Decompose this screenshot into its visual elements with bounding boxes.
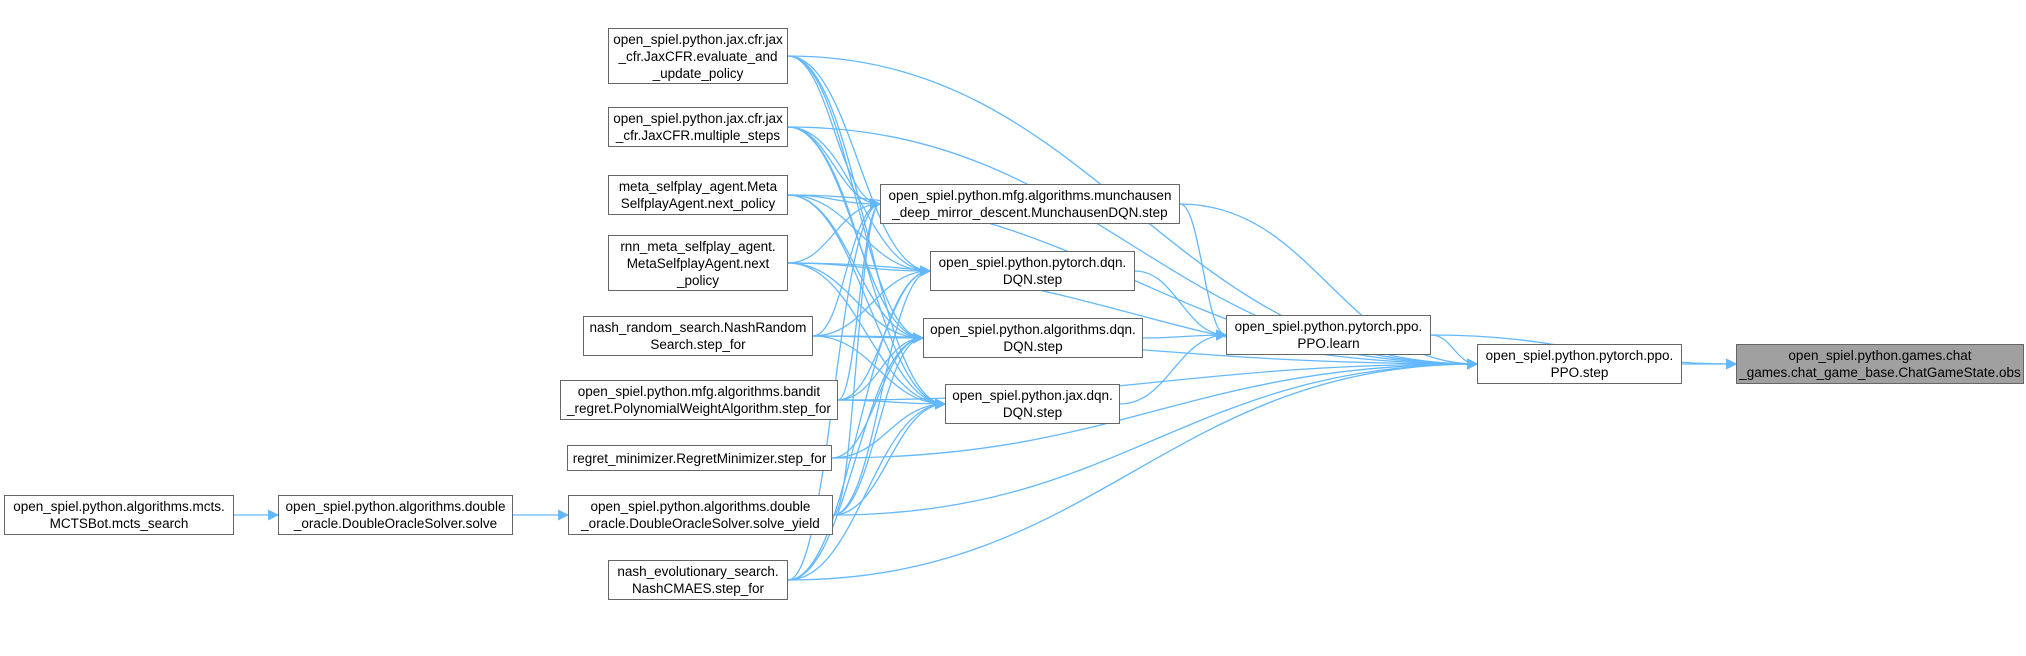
edge-bandit-to-jax-dqn	[837, 398, 947, 410]
edge-munch-to-ppo-learn	[1179, 203, 1228, 341]
edge-rnn-meta-to-alg-dqn	[787, 262, 925, 344]
node-do-yield[interactable]: open_spiel.python.algorithms.double _ora…	[568, 495, 833, 535]
edge-nash-evo-to-ppo-step	[787, 358, 1479, 581]
edge-pt-dqn-to-ppo-learn	[1134, 270, 1228, 341]
edge-do-yield-to-ppo-step	[832, 358, 1479, 516]
edge-nash-rand-to-jax-dqn	[812, 335, 947, 410]
edge-rnn-meta-to-jax-dqn	[787, 262, 947, 410]
edge-rnn-meta-to-ppo-step	[787, 262, 1479, 370]
edge-jaxcfr-multi-to-munch	[787, 126, 882, 210]
node-meta-sp[interactable]: meta_selfplay_agent.Meta SelfplayAgent.n…	[608, 175, 788, 215]
edge-do-yield-to-alg-dqn	[832, 332, 925, 516]
edge-jaxcfr-multi-to-jax-dqn	[787, 126, 947, 410]
node-mcts[interactable]: open_spiel.python.algorithms.mcts. MCTSB…	[4, 495, 234, 535]
edge-munch-to-ppo-step	[1179, 203, 1479, 370]
edge-regret-min-to-ppo-step	[831, 358, 1479, 459]
edge-meta-sp-to-jax-dqn	[787, 194, 947, 410]
edge-ppo-learn-to-ppo-step	[1430, 334, 1479, 370]
edge-rnn-meta-to-munch	[787, 198, 882, 264]
node-rnn-meta[interactable]: rnn_meta_selfplay_agent. MetaSelfplayAge…	[608, 235, 788, 291]
edge-do-yield-to-munch	[832, 198, 882, 516]
node-do-solve[interactable]: open_spiel.python.algorithms.double _ora…	[278, 495, 513, 535]
node-ppo-learn[interactable]: open_spiel.python.pytorch.ppo. PPO.learn	[1226, 315, 1431, 355]
node-regret-min[interactable]: regret_minimizer.RegretMinimizer.step_fo…	[567, 445, 832, 471]
node-obs: open_spiel.python.games.chat _games.chat…	[1736, 344, 2024, 384]
edge-jaxcfr-eval-to-pt-dqn	[787, 55, 932, 277]
edge-meta-sp-to-pt-dqn	[787, 194, 932, 277]
node-munch[interactable]: open_spiel.python.mfg.algorithms.munchau…	[880, 184, 1180, 224]
edge-bandit-to-alg-dqn	[837, 332, 925, 401]
node-ppo-step[interactable]: open_spiel.python.pytorch.ppo. PPO.step	[1477, 344, 1682, 384]
node-jax-dqn[interactable]: open_spiel.python.jax.dqn. DQN.step	[945, 384, 1120, 424]
node-jaxcfr-multi[interactable]: open_spiel.python.jax.cfr.jax _cfr.JaxCF…	[608, 107, 788, 147]
edge-do-yield-to-pt-dqn	[832, 265, 932, 516]
node-jaxcfr-eval[interactable]: open_spiel.python.jax.cfr.jax _cfr.JaxCF…	[608, 28, 788, 84]
node-bandit[interactable]: open_spiel.python.mfg.algorithms.bandit …	[560, 380, 838, 420]
node-pt-dqn[interactable]: open_spiel.python.pytorch.dqn. DQN.step	[930, 251, 1135, 291]
edge-jaxcfr-eval-to-alg-dqn	[787, 55, 925, 344]
edge-rnn-meta-to-pt-dqn	[787, 262, 932, 277]
edge-bandit-to-ppo-step	[837, 358, 1479, 401]
edge-bandit-to-munch	[837, 198, 882, 401]
node-nash-rand[interactable]: nash_random_search.NashRandom Search.ste…	[583, 316, 813, 356]
node-alg-dqn[interactable]: open_spiel.python.algorithms.dqn. DQN.st…	[923, 318, 1143, 358]
node-nash-evo[interactable]: nash_evolutionary_search. NashCMAES.step…	[608, 560, 788, 600]
edge-nash-evo-to-pt-dqn	[787, 265, 932, 581]
edge-jaxcfr-eval-to-jax-dqn	[787, 55, 947, 410]
edge-nash-rand-to-pt-dqn	[812, 265, 932, 337]
edge-regret-min-to-jax-dqn	[831, 398, 947, 459]
edge-nash-evo-to-jax-dqn	[787, 398, 947, 581]
edge-jax-dqn-to-ppo-learn	[1119, 329, 1228, 405]
edge-do-yield-to-jax-dqn	[832, 398, 947, 516]
